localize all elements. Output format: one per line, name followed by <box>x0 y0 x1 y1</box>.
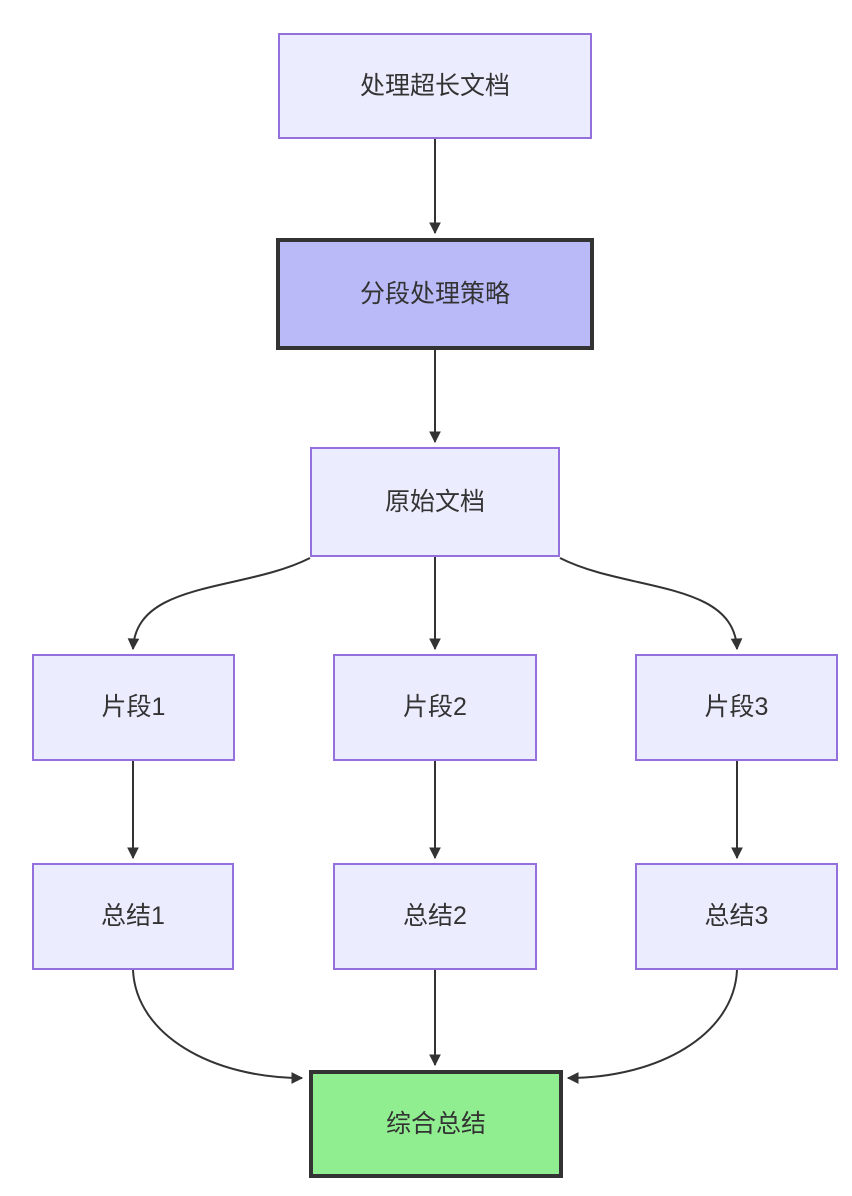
node-label: 片段1 <box>101 693 166 721</box>
node-label: 片段2 <box>403 693 467 721</box>
node-summary-1: 总结1 <box>32 863 234 970</box>
edge-original-fragment1 <box>127 557 311 651</box>
node-label: 总结3 <box>704 902 769 930</box>
node-label: 处理超长文档 <box>359 71 510 100</box>
edge-summary1-final <box>132 969 304 1084</box>
node-label: 分段处理策略 <box>359 279 510 308</box>
node-final-summary: 综合总结 <box>309 1070 563 1178</box>
node-label: 片段3 <box>704 693 769 721</box>
node-fragment-2: 片段2 <box>333 654 537 761</box>
node-label: 总结1 <box>101 902 165 930</box>
edge-original-fragment3 <box>559 557 743 651</box>
node-summary-3: 总结3 <box>635 863 838 970</box>
node-segmentation-strategy: 分段处理策略 <box>276 238 594 350</box>
node-process-long-document: 处理超长文档 <box>278 33 592 139</box>
node-summary-2: 总结2 <box>333 863 537 970</box>
node-fragment-3: 片段3 <box>635 654 838 761</box>
node-original-document: 原始文档 <box>310 447 560 557</box>
node-label: 原始文档 <box>384 487 485 516</box>
node-fragment-1: 片段1 <box>32 654 235 761</box>
node-label: 综合总结 <box>385 1109 486 1138</box>
node-label: 总结2 <box>403 902 467 930</box>
edge-summary3-final <box>566 969 738 1084</box>
